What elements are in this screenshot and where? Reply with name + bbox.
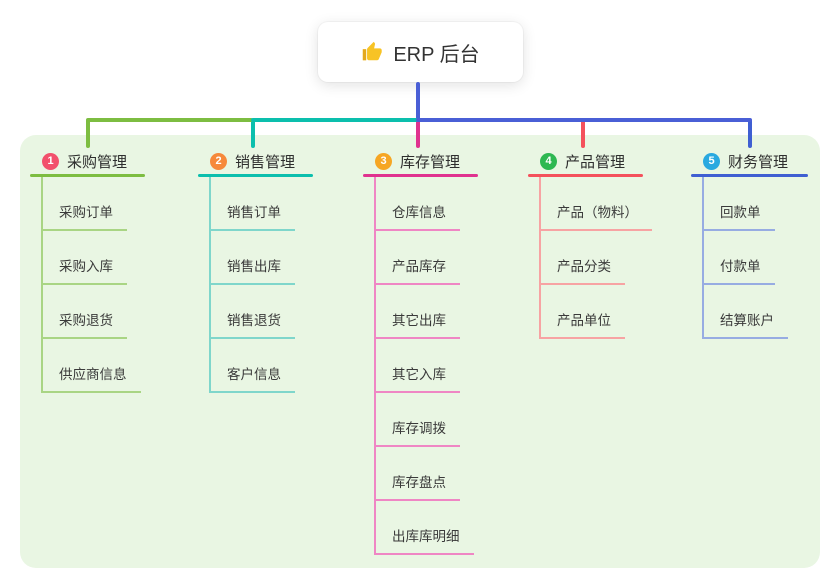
child-node[interactable]: 出库库明细 [376, 501, 478, 555]
child-node[interactable]: 采购入库 [43, 231, 145, 285]
branch-inventory: 3 库存管理 仓库信息 产品库存 其它出库 其它入库 库存调拨 库存盘点 出库库… [363, 145, 478, 555]
branch-underline [30, 174, 145, 177]
child-node-label[interactable]: 产品库存 [376, 255, 460, 285]
branch-label: 采购管理 [67, 154, 128, 171]
child-node[interactable]: 结算账户 [704, 285, 808, 339]
connector-drop-inventory [416, 119, 420, 148]
branch-product: 4 产品管理 产品（物料） 产品分类 产品单位 [528, 145, 652, 339]
child-node-label[interactable]: 其它入库 [376, 363, 460, 393]
branch-node-sales[interactable]: 2 销售管理 [198, 145, 313, 174]
child-node[interactable]: 销售订单 [211, 177, 313, 231]
child-node[interactable]: 产品单位 [541, 285, 643, 339]
child-node[interactable]: 其它入库 [376, 339, 478, 393]
branch-number-badge: 5 [703, 153, 720, 170]
child-node[interactable]: 供应商信息 [43, 339, 145, 393]
child-node-label[interactable]: 其它出库 [376, 309, 460, 339]
child-node[interactable]: 采购订单 [43, 177, 145, 231]
child-node[interactable]: 库存调拨 [376, 393, 478, 447]
branch-children: 仓库信息 产品库存 其它出库 其它入库 库存调拨 库存盘点 出库库明细 [374, 177, 478, 555]
branch-children: 回款单 付款单 结算账户 [702, 177, 808, 339]
child-node[interactable]: 产品分类 [541, 231, 643, 285]
child-node-label[interactable]: 产品分类 [541, 255, 625, 285]
child-node-label[interactable]: 采购订单 [43, 201, 127, 231]
connector-horizontal-left [86, 118, 253, 122]
child-node[interactable]: 采购退货 [43, 285, 145, 339]
branch-sales: 2 销售管理 销售订单 销售出库 销售退货 客户信息 [198, 145, 313, 393]
branch-underline [528, 174, 643, 177]
child-node[interactable]: 产品（物料） [541, 177, 652, 231]
child-node[interactable]: 付款单 [704, 231, 808, 285]
child-node-label[interactable]: 结算账户 [704, 309, 788, 339]
child-node[interactable]: 仓库信息 [376, 177, 478, 231]
child-node[interactable]: 销售出库 [211, 231, 313, 285]
branch-purchase: 1 采购管理 采购订单 采购入库 采购退货 供应商信息 [30, 145, 145, 393]
child-node-label[interactable]: 库存调拨 [376, 417, 460, 447]
branch-label: 财务管理 [728, 154, 789, 171]
child-node-label[interactable]: 采购退货 [43, 309, 127, 339]
branch-node-finance[interactable]: 5 财务管理 [691, 145, 808, 174]
branch-label: 产品管理 [565, 154, 626, 171]
child-node-label[interactable]: 付款单 [704, 255, 775, 285]
child-node-label[interactable]: 采购入库 [43, 255, 127, 285]
child-node[interactable]: 回款单 [704, 177, 808, 231]
child-node-label[interactable]: 出库库明细 [376, 525, 474, 555]
branch-node-purchase[interactable]: 1 采购管理 [30, 145, 145, 174]
root-node[interactable]: ERP 后台 [318, 22, 523, 82]
branch-node-inventory[interactable]: 3 库存管理 [363, 145, 478, 174]
child-node[interactable]: 产品库存 [376, 231, 478, 285]
child-node[interactable]: 客户信息 [211, 339, 313, 393]
connector-drop-purchase [86, 119, 90, 148]
connector-drop-product [581, 119, 585, 148]
child-node-label[interactable]: 销售订单 [211, 201, 295, 231]
branch-children: 产品（物料） 产品分类 产品单位 [539, 177, 652, 339]
child-node-label[interactable]: 销售出库 [211, 255, 295, 285]
child-node-label[interactable]: 库存盘点 [376, 471, 460, 501]
branch-children: 销售订单 销售出库 销售退货 客户信息 [209, 177, 313, 393]
connector-root-line [416, 82, 420, 120]
branch-node-product[interactable]: 4 产品管理 [528, 145, 643, 174]
branch-underline [198, 174, 313, 177]
connector-horizontal-middle [251, 118, 418, 122]
child-node[interactable]: 库存盘点 [376, 447, 478, 501]
branch-underline [363, 174, 478, 177]
branch-number-badge: 3 [375, 153, 392, 170]
connector-horizontal-right [416, 118, 752, 122]
child-node[interactable]: 其它出库 [376, 285, 478, 339]
child-node-label[interactable]: 销售退货 [211, 309, 295, 339]
branch-finance: 5 财务管理 回款单 付款单 结算账户 [691, 145, 808, 339]
child-node-label[interactable]: 供应商信息 [43, 363, 141, 393]
child-node-label[interactable]: 产品单位 [541, 309, 625, 339]
branch-number-badge: 4 [540, 153, 557, 170]
connector-drop-sales [251, 119, 255, 148]
branch-number-badge: 2 [210, 153, 227, 170]
connector-drop-finance [748, 119, 752, 148]
branch-number-badge: 1 [42, 153, 59, 170]
branch-label: 库存管理 [400, 154, 461, 171]
child-node-label[interactable]: 客户信息 [211, 363, 295, 393]
child-node-label[interactable]: 仓库信息 [376, 201, 460, 231]
root-node-label: ERP 后台 [393, 43, 480, 66]
mindmap-canvas-panel [20, 135, 820, 568]
branch-underline [691, 174, 808, 177]
branch-children: 采购订单 采购入库 采购退货 供应商信息 [41, 177, 145, 393]
child-node[interactable]: 销售退货 [211, 285, 313, 339]
branch-label: 销售管理 [235, 154, 296, 171]
child-node-label[interactable]: 产品（物料） [541, 201, 652, 231]
thumbs-up-icon [361, 41, 383, 63]
child-node-label[interactable]: 回款单 [704, 201, 775, 231]
